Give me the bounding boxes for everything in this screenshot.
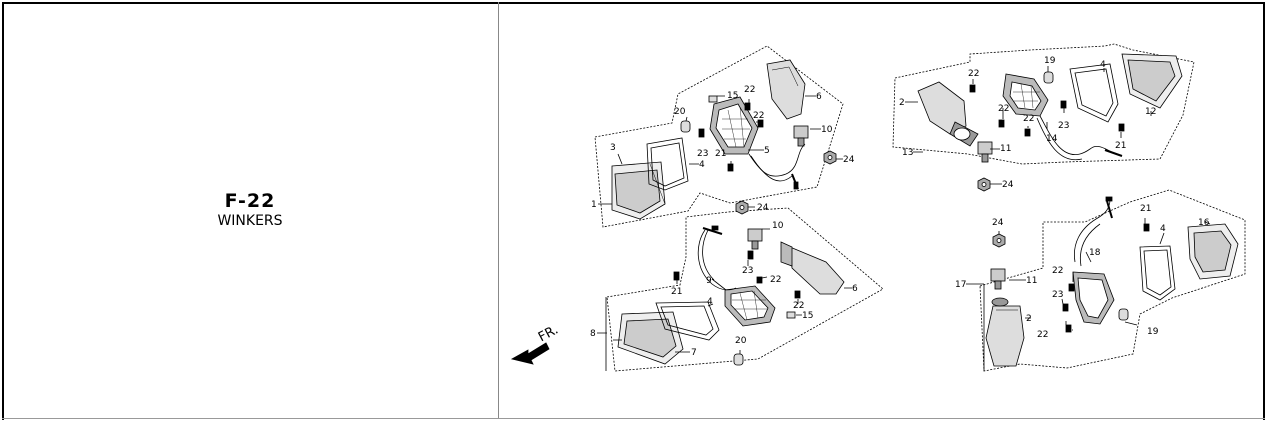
callout-24: 24 <box>757 203 769 213</box>
callout-16: 16 <box>1198 218 1210 228</box>
group-front-left-winker <box>594 45 844 228</box>
callout-4: 4 <box>1100 60 1106 70</box>
callout-17: 17 <box>955 280 966 290</box>
callout-labels: 1 3 4 5 6 10 24 20 23 21 15 22 22 8 7 4 … <box>536 56 1210 358</box>
callout-23: 23 <box>1052 290 1063 300</box>
callout-13: 13 <box>902 148 913 158</box>
callout-3: 3 <box>610 143 616 153</box>
callout-12: 12 <box>1145 107 1156 117</box>
callout-22: 22 <box>1023 114 1034 124</box>
group-front-right-winker <box>892 43 1195 192</box>
callout-21: 21 <box>671 287 682 297</box>
callout-23: 23 <box>1058 121 1069 131</box>
callout-11: 11 <box>1000 144 1011 154</box>
group-rear-left-winker <box>510 200 884 372</box>
callout-5: 5 <box>764 146 770 156</box>
callout-4: 4 <box>1160 224 1166 234</box>
callout-7: 7 <box>691 348 697 358</box>
callout-23: 23 <box>697 149 708 159</box>
callout-14: 14 <box>1046 134 1058 144</box>
callout-22: 22 <box>1037 330 1048 340</box>
callout-22: 22 <box>744 85 755 95</box>
callout-18: 18 <box>1089 248 1101 258</box>
callout-1: 1 <box>591 200 597 210</box>
callout-21: 21 <box>1115 141 1126 151</box>
callout-22: 22 <box>998 104 1009 114</box>
callout-22: 22 <box>793 301 804 311</box>
callout-10: 10 <box>821 125 833 135</box>
callout-6: 6 <box>852 284 858 294</box>
callout-2: 2 <box>899 98 905 108</box>
callout-8: 8 <box>590 329 596 339</box>
callout-4: 4 <box>699 160 705 170</box>
group-rear-right-winker <box>966 189 1246 372</box>
callout-9: 9 <box>706 276 712 286</box>
callout-6: 6 <box>816 92 822 102</box>
callout-4: 4 <box>707 297 713 307</box>
callout-19: 19 <box>1147 327 1159 337</box>
bottom-rule <box>2 418 1265 419</box>
section-name: WINKERS <box>217 213 283 229</box>
callout-11: 11 <box>1026 276 1037 286</box>
callout-10: 10 <box>772 221 784 231</box>
callout-23: 23 <box>742 266 753 276</box>
callout-24: 24 <box>992 218 1004 228</box>
callout-2: 2 <box>1026 314 1032 324</box>
callout-19: 19 <box>1044 56 1056 66</box>
front-direction-arrow <box>510 342 550 365</box>
callout-22: 22 <box>753 111 764 121</box>
callout-22: 22 <box>770 275 781 285</box>
callout-15: 15 <box>727 91 738 101</box>
callout-20: 20 <box>735 336 747 346</box>
direction-label: FR. <box>536 323 561 346</box>
callout-24: 24 <box>1002 180 1014 190</box>
parts-diagram: 1 3 4 5 6 10 24 20 23 21 15 22 22 8 7 4 … <box>500 4 1265 418</box>
callout-15: 15 <box>802 311 813 321</box>
callout-21: 21 <box>1140 204 1151 214</box>
callout-22: 22 <box>968 69 979 79</box>
callout-21: 21 <box>715 149 726 159</box>
section-title-block: F-22 WINKERS <box>2 190 498 230</box>
panel-divider <box>498 2 499 418</box>
callout-22: 22 <box>1052 266 1063 276</box>
callout-24: 24 <box>843 155 855 165</box>
section-code: F-22 <box>224 190 276 212</box>
callout-20: 20 <box>674 107 686 117</box>
